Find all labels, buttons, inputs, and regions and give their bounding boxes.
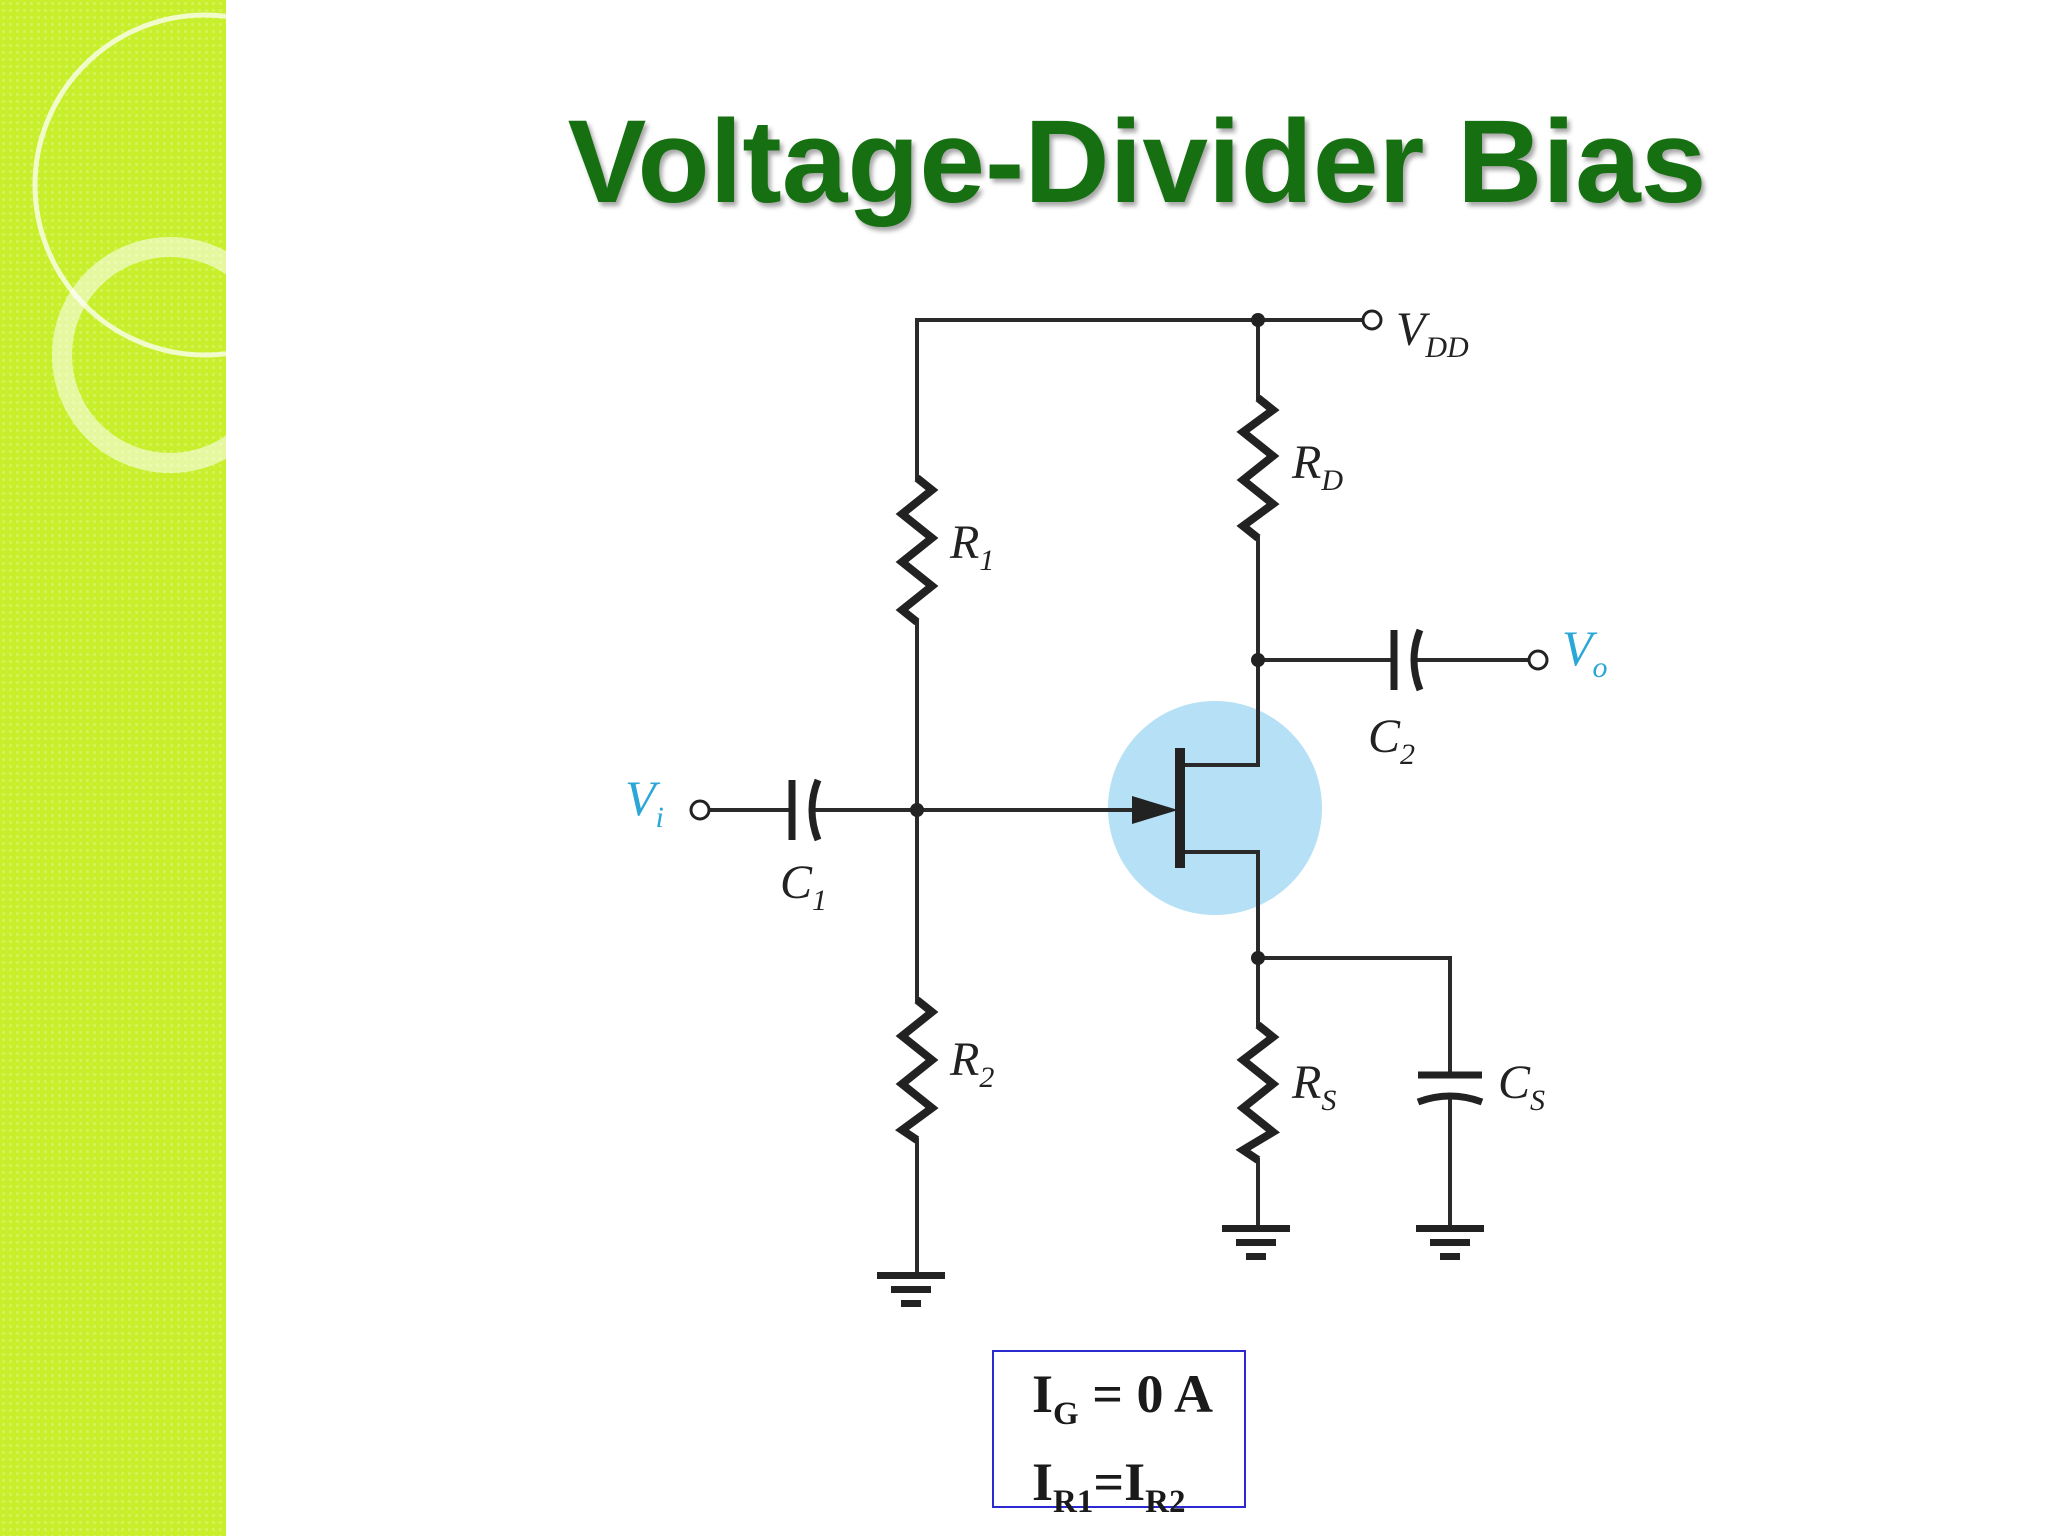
slide-title: Voltage-Divider Bias (567, 96, 1707, 228)
resistor-rs (1235, 1021, 1280, 1164)
label-rd: RD (1291, 436, 1343, 497)
capacitor-cs (1416, 1071, 1484, 1106)
vdd-terminal (1361, 309, 1383, 331)
label-vdd: VDD (1396, 303, 1469, 364)
vi-terminal (689, 799, 711, 821)
junction-dots (910, 313, 1265, 965)
label-c2: C2 (1368, 710, 1415, 771)
label-c1: C1 (780, 856, 827, 917)
equation-gate-current: IG = 0 A (1032, 1364, 1213, 1432)
circuit-wires (707, 318, 1532, 1274)
label-vi: Vi (625, 770, 664, 834)
transistor-highlight (1108, 701, 1322, 915)
resistor-rd (1236, 394, 1280, 542)
capacitor-c1 (788, 778, 822, 842)
label-vo: Vo (1562, 620, 1608, 684)
resistor-r1 (895, 474, 939, 626)
capacitor-c2 (1390, 628, 1424, 692)
resistor-r2 (895, 996, 939, 1144)
label-rs: RS (1291, 1056, 1336, 1117)
sidebar-decoration (0, 0, 226, 1536)
ground-symbols (877, 1225, 1484, 1307)
jfet-transistor (1132, 748, 1185, 868)
label-r1: R1 (949, 516, 994, 577)
equation-resistor-currents: IR1=IR2 (1032, 1452, 1186, 1520)
label-r2: R2 (949, 1033, 994, 1094)
equation-box: IG = 0 A IR1=IR2 (992, 1350, 1246, 1520)
vo-terminal (1527, 649, 1549, 671)
decorative-rings (32, 12, 226, 473)
label-cs: CS (1498, 1056, 1545, 1117)
